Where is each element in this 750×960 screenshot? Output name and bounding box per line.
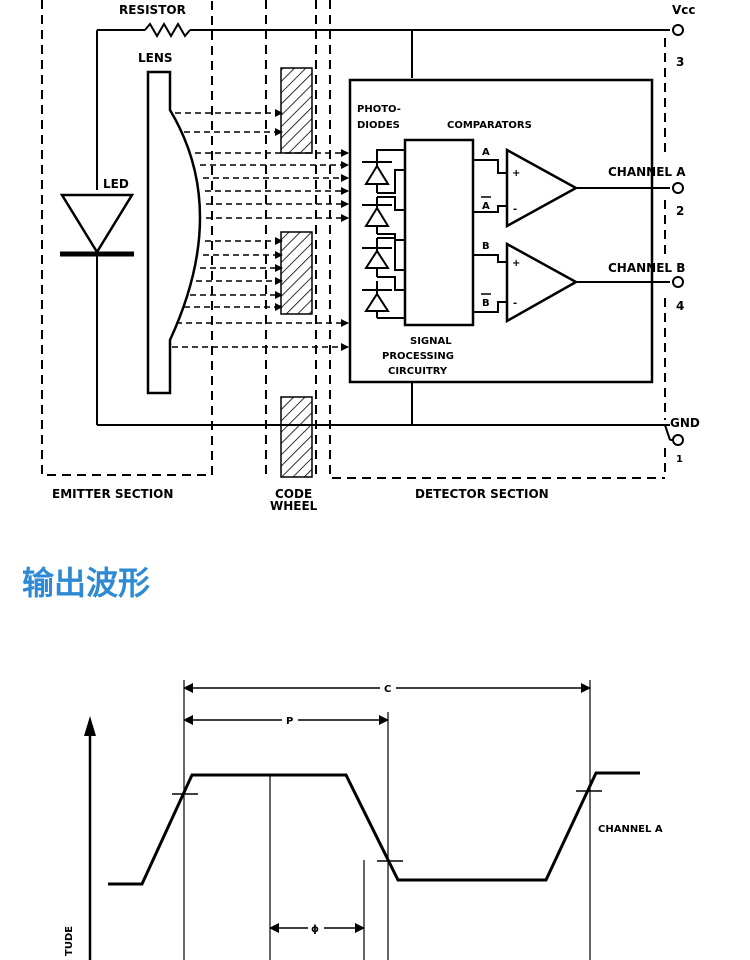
code-wheel-boundary	[265, 0, 317, 478]
detector-section-label: DETECTOR SECTION	[415, 487, 549, 501]
section-boundaries	[41, 0, 666, 479]
comparator-wiring	[473, 159, 670, 313]
photodiodes-label-line2: DIODES	[357, 120, 400, 131]
comparator-b-plus: +	[512, 258, 520, 269]
gnd-terminal	[672, 434, 684, 446]
waveform-channel-a-label: CHANNEL A	[598, 824, 663, 835]
signal-processing-block	[403, 138, 475, 327]
channel-a-label: CHANNEL A	[608, 165, 686, 179]
comparator-a	[505, 147, 579, 229]
channel-b-terminal	[672, 276, 684, 288]
lens-shape	[146, 70, 202, 395]
signal-processing-label-line2: PROCESSING	[382, 351, 454, 362]
detector-block	[348, 78, 654, 384]
photodiode-4	[362, 281, 392, 318]
signal-a-label: A	[482, 147, 490, 158]
signal-processing-label-line1: SIGNAL	[410, 336, 452, 347]
comparator-b	[505, 241, 579, 324]
comparators-label: COMPARATORS	[447, 120, 532, 131]
channel-a-terminal	[672, 182, 684, 194]
photodiode-1	[362, 155, 392, 193]
section-title: 输出波形	[22, 564, 151, 602]
period-c-label: C	[384, 684, 391, 695]
light-rays	[172, 109, 349, 351]
emitter-section-label: EMITTER SECTION	[52, 487, 173, 501]
signal-b-bar-label: B	[482, 298, 490, 309]
channel-a-waveform	[108, 771, 640, 886]
comparator-a-minus: -	[513, 204, 517, 215]
gnd-label: GND	[670, 416, 700, 430]
vcc-terminal	[672, 24, 684, 36]
waveform-diagram: C P ϕ TUDE CHANNEL A	[64, 680, 663, 960]
photodiode-2	[362, 197, 392, 234]
comparator-b-minus: -	[513, 298, 517, 309]
resistor-symbol	[144, 22, 191, 38]
phase-label: ϕ	[311, 924, 319, 935]
signal-b-label: B	[482, 241, 490, 252]
channel-b-label: CHANNEL B	[608, 261, 685, 275]
pulse-p-label: P	[286, 716, 293, 727]
amplitude-axis-label: TUDE	[64, 926, 75, 956]
resistor-label: RESISTOR	[119, 3, 186, 17]
signal-a-bar-label: A	[482, 201, 490, 212]
vcc-wiring	[96, 22, 670, 426]
vcc-label: Vcc	[672, 3, 696, 17]
code-wheel-segments	[280, 67, 313, 478]
gnd-pin-number: 1	[676, 454, 683, 465]
vcc-pin-number: 3	[676, 55, 684, 69]
led-symbol	[59, 193, 135, 257]
photodiode-3	[362, 238, 392, 277]
code-wheel-label-line2: WHEEL	[270, 499, 318, 513]
led-label: LED	[103, 177, 129, 191]
lens-label: LENS	[138, 51, 173, 65]
emitter-section-boundary	[41, 0, 213, 476]
channel-a-pin: 2	[676, 204, 684, 218]
photodiode-array	[362, 149, 405, 319]
signal-processing-label-line3: CIRCUITRY	[388, 366, 448, 377]
comparator-a-plus: +	[512, 168, 520, 179]
photodiodes-label-line1: PHOTO-	[357, 104, 401, 115]
code-wheel-label-line1: CODE	[275, 487, 312, 501]
channel-b-pin: 4	[676, 299, 684, 313]
